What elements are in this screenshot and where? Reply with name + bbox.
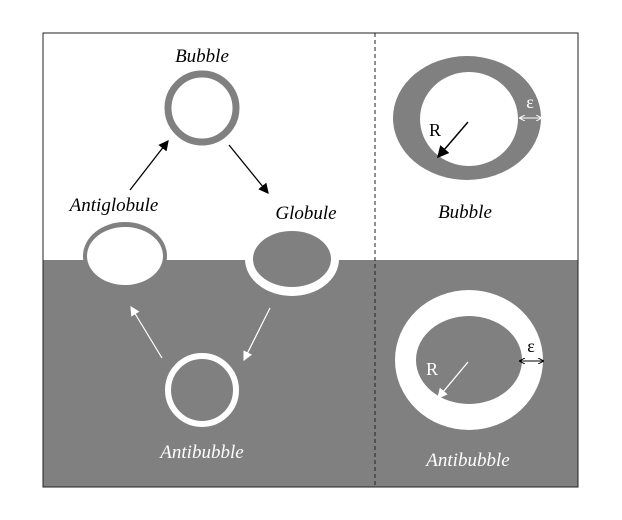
cycle-bubble: Bubble — [164, 46, 240, 146]
frame — [42, 32, 579, 488]
detail-antibubble-label: Antibubble — [424, 450, 509, 471]
cycle-globule: Globule — [245, 203, 339, 296]
radius-symbol: R — [429, 120, 441, 140]
cycle-antibubble-label: Antibubble — [158, 442, 243, 463]
cycle-antibubble: Antibubble — [158, 353, 244, 463]
cycle-antiglobule: Antiglobule — [68, 195, 167, 285]
arrow-antiglobule-to-bubble — [129, 139, 169, 191]
cycle-antiglobule-label: Antiglobule — [68, 195, 159, 216]
cycle-globule-label: Globule — [275, 203, 336, 224]
arrow-antibubble-to-antiglobule — [130, 305, 163, 359]
thickness-symbol: ε — [526, 92, 534, 112]
detail-antibubble: R ε Antibubble — [395, 290, 543, 471]
radius-arrow — [437, 121, 469, 159]
thickness-symbol: ε — [527, 336, 535, 356]
detail-bubble-label: Bubble — [438, 202, 492, 223]
detail-bubble: R ε Bubble — [393, 56, 541, 223]
arrow-globule-to-antibubble — [243, 307, 271, 362]
radius-arrow — [437, 361, 469, 399]
cycle-bubble-label: Bubble — [175, 46, 229, 67]
radius-symbol: R — [426, 359, 438, 379]
arrow-bubble-to-globule — [228, 144, 269, 195]
